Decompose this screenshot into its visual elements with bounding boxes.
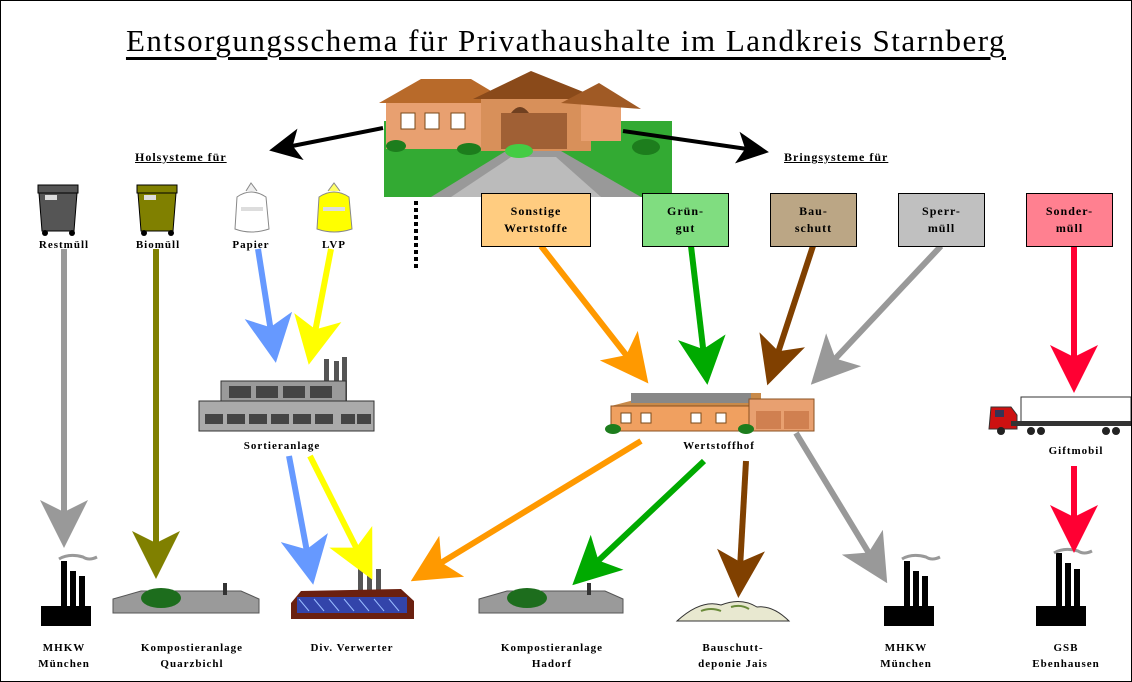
arrow-sonstige-to-wertstoffhof	[538, 244, 649, 384]
arrow-lvp-to-sortieranlage	[294, 248, 342, 365]
restmuell-bin-icon	[37, 184, 79, 236]
wertstoffhof-label: Wertstoffhof	[683, 440, 755, 452]
sortieranlage-label: Sortieranlage	[243, 440, 321, 452]
mhkw1-line1: MHKW	[42, 642, 86, 654]
mhkw2-label: MHKW München	[863, 640, 949, 672]
mhkw2-line1: MHKW	[884, 642, 928, 654]
mhkw1-plant-icon	[41, 553, 98, 626]
arrow-house-to-bringsysteme	[622, 129, 769, 164]
holsysteme-heading: Holsysteme für	[135, 150, 227, 164]
gruengut-box: Grün-gut	[642, 193, 729, 247]
arrow-papier-to-sortieranlage	[244, 248, 293, 363]
kompost2-label: Kompostieranlage Hadorf	[477, 640, 627, 672]
verwerter-label: Div. Verwerter	[287, 640, 417, 656]
arrow-wertstoffhof-to-mhkw2	[793, 431, 888, 584]
sondermuell-box: Sonder-müll	[1026, 193, 1113, 247]
sperrmuell-line2: müll	[927, 221, 956, 235]
gsb-plant-icon	[1036, 547, 1093, 626]
sperrmuell-line1: Sperr-	[922, 204, 961, 218]
bauschutt-box: Bau-schutt	[770, 193, 857, 247]
arrow-wertstoffhof-to-deponie	[717, 460, 765, 598]
lvp-label: LVP	[322, 239, 346, 251]
giftmobil-truck-icon	[988, 396, 1131, 435]
arrow-house-to-holsysteme	[269, 126, 384, 161]
gsb-line2: Ebenhausen	[1032, 658, 1100, 670]
sondermuell-line2: müll	[1055, 221, 1084, 235]
verwerter-plant-icon	[291, 569, 414, 619]
kompost1-line2: Quarzbichl	[160, 658, 224, 670]
arrow-sortieranlage-blue-to-verwerter	[280, 455, 328, 585]
sondermuell-line1: Sonder-	[1045, 204, 1094, 218]
gsb-label: GSB Ebenhausen	[1011, 640, 1121, 672]
arrow-wertstoffhof-to-kompost2	[572, 458, 707, 586]
bauschutt-line2: schutt	[794, 221, 833, 235]
bauschutt-line1: Bau-	[799, 204, 828, 218]
sortieranlage-building-icon	[198, 357, 375, 432]
deponie-label: Bauschutt- deponie Jais	[671, 640, 795, 672]
mhkw2-plant-icon	[884, 553, 941, 626]
gruengut-line1: Grün-	[666, 204, 704, 218]
biomuell-bin-icon	[136, 184, 178, 236]
verwerter-line1: Div. Verwerter	[310, 642, 394, 654]
arrow-gruengut-to-wertstoffhof	[677, 245, 726, 385]
biomuell-label: Biomüll	[135, 239, 181, 251]
kompostieranlage2-icon	[478, 583, 624, 614]
arrow-sperrmuell-to-wertstoffhof	[810, 243, 944, 385]
kompostieranlage1-icon	[112, 583, 260, 614]
arrow-bauschutt-to-wertstoffhof	[759, 245, 816, 386]
bauschutt-deponie-icon	[675, 601, 791, 622]
lvp-sack-icon	[316, 182, 353, 233]
kompost2-line1: Kompostieranlage	[500, 642, 604, 654]
mhkw1-line2: München	[38, 658, 90, 670]
sperrmuell-box: Sperr-müll	[898, 193, 985, 247]
sonstige-line2: Wertstoffe	[504, 221, 568, 235]
bringsysteme-heading: Bringsysteme für	[784, 150, 889, 164]
kompost2-line2: Hadorf	[531, 658, 573, 670]
kompost1-label: Kompostieranlage Quarzbichl	[117, 640, 267, 672]
house-icon	[379, 71, 672, 271]
giftmobil-label: Giftmobil	[1048, 445, 1104, 457]
papier-label: Papier	[232, 239, 270, 251]
restmuell-label: Restmüll	[38, 239, 90, 251]
deponie-line2: deponie Jais	[698, 658, 768, 670]
gruengut-line2: gut	[675, 221, 696, 235]
kompost1-line1: Kompostieranlage	[140, 642, 244, 654]
arrow-wertstoffhof-to-verwerter	[410, 438, 643, 582]
arrow-sortieranlage-yellow-to-verwerter	[307, 454, 373, 580]
gsb-line1: GSB	[1053, 642, 1079, 654]
sonstige-line1: Sonstige	[510, 204, 562, 218]
mhkw2-line2: München	[880, 658, 932, 670]
wertstoffhof-building-icon	[605, 393, 815, 434]
papier-sack-icon	[234, 182, 270, 233]
deponie-line1: Bauschutt-	[702, 642, 764, 654]
diagram-title: Entsorgungsschema für Privathaushalte im…	[125, 23, 1007, 58]
mhkw1-label: MHKW München	[21, 640, 107, 672]
